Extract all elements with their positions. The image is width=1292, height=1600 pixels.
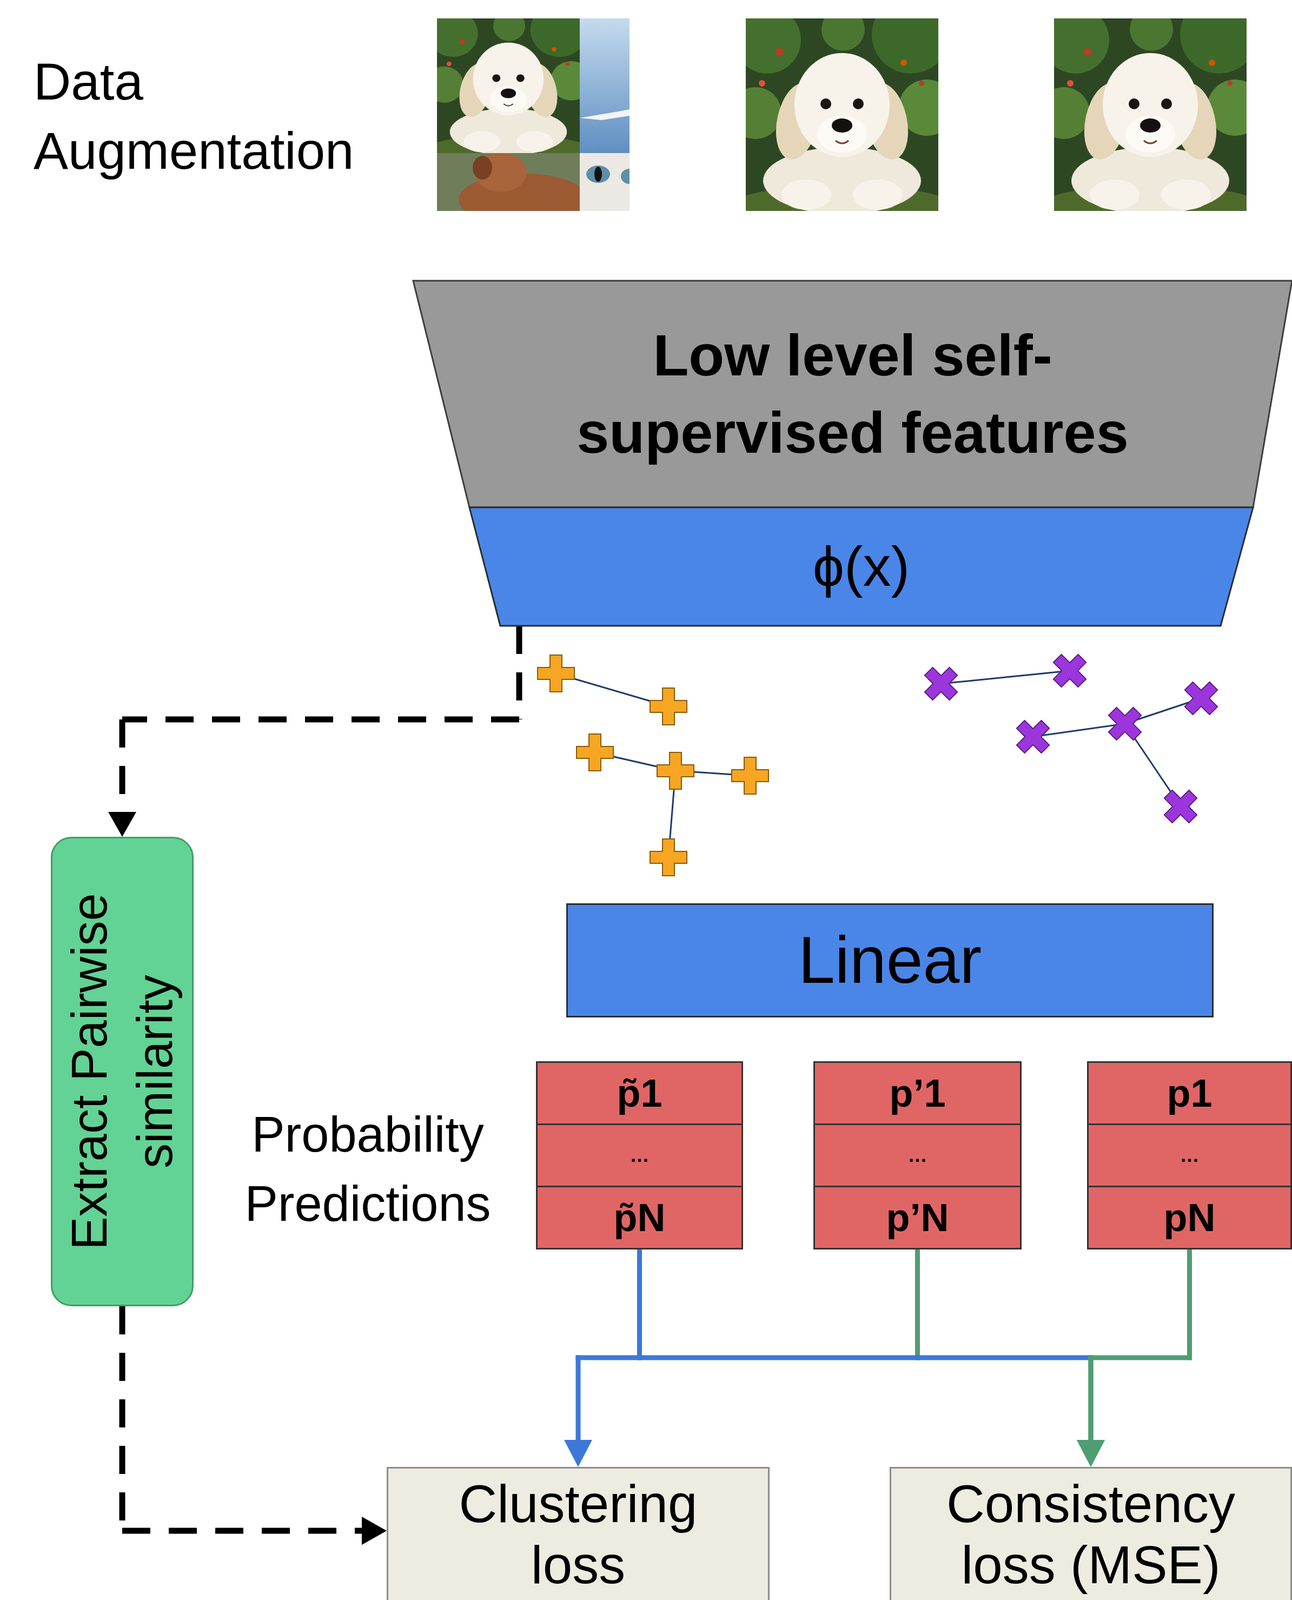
- prediction-cell: …: [815, 1123, 1020, 1186]
- embedding-trapezoid: ϕ(x): [469, 507, 1254, 626]
- prediction-cell: …: [1088, 1123, 1291, 1186]
- cross-marker: [1155, 781, 1205, 831]
- node-text: Linear: [798, 920, 982, 1000]
- node-text: …: [1180, 1143, 1200, 1166]
- feature-extractor-trapezoid: Low level self-supervised features: [413, 280, 1292, 508]
- bus-line: [639, 1355, 918, 1361]
- connector-segment: [516, 625, 523, 720]
- cat-pupil: [594, 166, 602, 182]
- node-text: …: [908, 1143, 928, 1166]
- cat-tile: [579, 153, 630, 211]
- loss-box: Consistency loss (MSE): [889, 1466, 1292, 1600]
- section-label: Data Augmentation: [33, 47, 380, 186]
- brown-dog-ear: [472, 155, 493, 180]
- node-text: Consistency loss (MSE): [928, 1473, 1254, 1595]
- arrowhead: [564, 1439, 593, 1467]
- mosaic-augmented-image: [423, 2, 639, 226]
- prediction-column: p’1 … p’N: [813, 1061, 1022, 1250]
- cross-marker: [1008, 711, 1058, 761]
- flow-connector: [564, 1249, 640, 1467]
- image-clip: [1054, 18, 1247, 211]
- trapezoid-shape: [413, 280, 1292, 508]
- connector-segment: [1088, 1357, 1094, 1442]
- original-image: [1036, 0, 1264, 231]
- puppy-image: [745, 18, 939, 211]
- airplane: [579, 109, 630, 121]
- connector-segment: [119, 719, 126, 814]
- plus-marker: [657, 752, 694, 790]
- arrowhead: [108, 811, 137, 837]
- node-text: Extract Pairwise similarity: [56, 865, 189, 1277]
- dashed-connector: [108, 625, 520, 837]
- sky-tile: [579, 18, 630, 154]
- cross-marker: [916, 658, 966, 708]
- trapezoid-outline: [413, 280, 1292, 508]
- cat-eye: [586, 165, 611, 183]
- prediction-cell: p1: [1088, 1062, 1291, 1124]
- trapezoid-shape: [469, 507, 1254, 626]
- prediction-cell: …: [537, 1123, 742, 1186]
- image-clip: [745, 18, 939, 211]
- mosaic-dog-tile: [436, 18, 593, 167]
- prediction-column: p̃1 … p̃N: [535, 1061, 744, 1250]
- puppy-image: [1054, 18, 1247, 211]
- connector-segment: [1187, 1249, 1192, 1358]
- augmented-image: [728, 0, 956, 231]
- arrowhead: [1076, 1439, 1105, 1467]
- node-text: pN: [1163, 1195, 1216, 1241]
- connector-segment: [917, 1355, 1092, 1361]
- connector-segment: [575, 1357, 581, 1442]
- plus-marker: [650, 838, 687, 876]
- dashed-connector: [122, 1306, 387, 1545]
- cross-marker: [1100, 698, 1150, 748]
- prediction-cell: p̃N: [537, 1185, 742, 1248]
- neighbour-link: [941, 670, 1070, 684]
- feature-scatter: [537, 645, 1227, 876]
- flow-connector: [917, 1249, 1106, 1467]
- connector-segment: [1090, 1355, 1190, 1361]
- neighbour-links: [555, 670, 1202, 858]
- connector-segment: [119, 1306, 126, 1531]
- plus-marker: [731, 757, 769, 794]
- connector-segment: [1088, 1357, 1094, 1442]
- orange-cluster: [537, 654, 769, 876]
- connector-segment: [915, 1249, 920, 1358]
- loss-box: Clustering loss: [386, 1466, 770, 1600]
- connector-segment: [122, 716, 520, 723]
- node-text: p’N: [886, 1195, 950, 1241]
- prediction-cell: p’1: [815, 1062, 1020, 1124]
- plus-marker: [537, 654, 575, 692]
- mosaic-clip: [436, 18, 630, 211]
- node-text: p̃N: [613, 1195, 666, 1241]
- node-text: …: [630, 1143, 650, 1166]
- purple-cluster: [916, 645, 1226, 831]
- connector-segment: [578, 1355, 640, 1361]
- node-text: Clustering loss: [426, 1473, 730, 1595]
- node-text: p’1: [889, 1070, 946, 1116]
- node-text: Low level self-supervised features: [501, 316, 1205, 472]
- section-label: Probability Predictions: [227, 1100, 509, 1239]
- prediction-cell: pN: [1088, 1185, 1291, 1248]
- node-text: p̃1: [616, 1070, 662, 1116]
- node-text: p1: [1166, 1070, 1212, 1116]
- connector-segment: [122, 1527, 364, 1534]
- prediction-cell: p’N: [815, 1185, 1020, 1248]
- plus-marker: [650, 687, 687, 725]
- cat-eye: [620, 168, 630, 184]
- connector-segment: [637, 1249, 642, 1358]
- flow-connector: [1076, 1249, 1190, 1467]
- cross-marker: [1044, 645, 1095, 695]
- puppy-tile: [436, 18, 593, 167]
- cross-marker: [1176, 673, 1226, 723]
- linear-layer-box: Linear: [566, 903, 1214, 1018]
- node-text: ϕ(x): [812, 532, 911, 601]
- plus-marker: [576, 733, 614, 771]
- prediction-cell: p̃1: [537, 1062, 742, 1124]
- arrowhead: [361, 1516, 387, 1545]
- arrowhead: [1076, 1439, 1105, 1467]
- similarity-box: Extract Pairwise similarity: [50, 836, 194, 1307]
- prediction-column: p1 … pN: [1087, 1061, 1292, 1250]
